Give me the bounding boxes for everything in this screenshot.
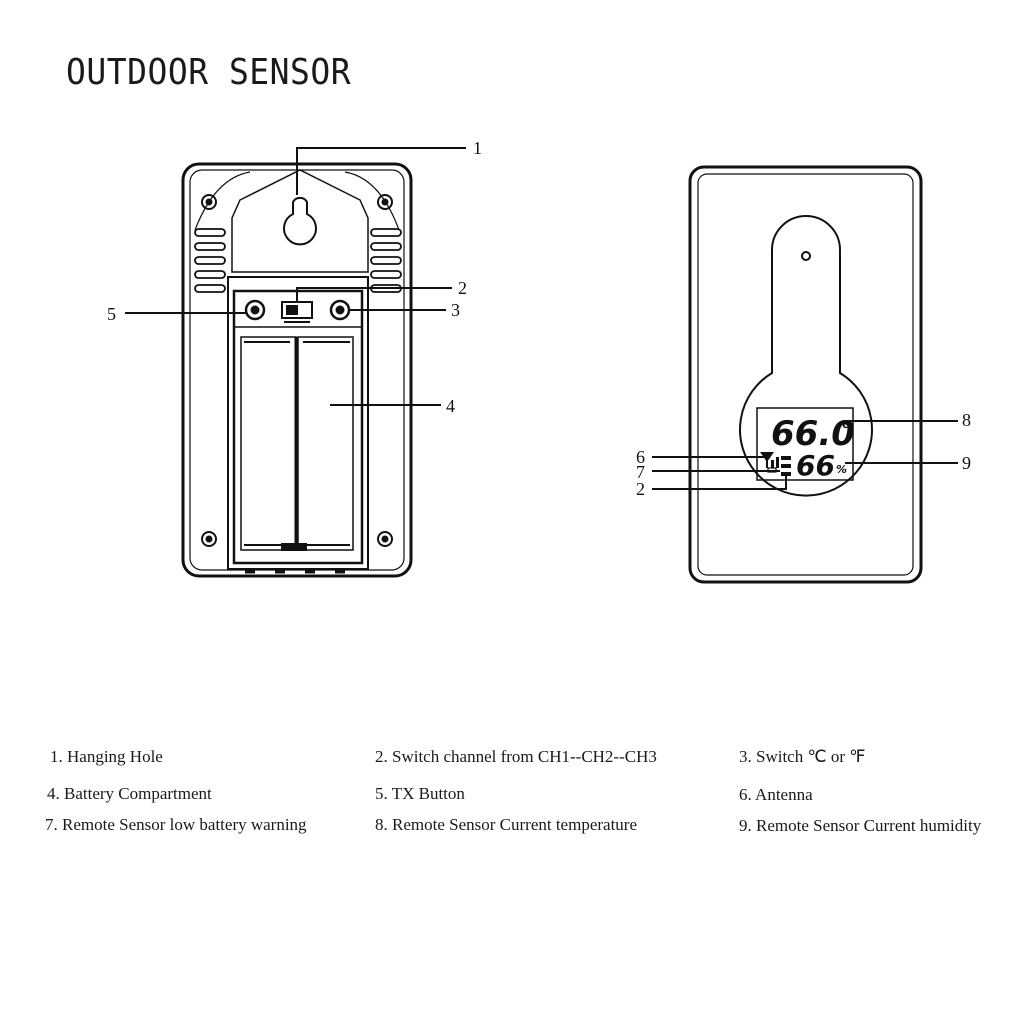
front-view (688, 165, 923, 584)
legend-item-7: 7. Remote Sensor low battery warning (45, 815, 307, 834)
cf-switch-button (329, 299, 351, 321)
callout-9: 9 (962, 453, 971, 473)
screw-top-right (377, 194, 393, 210)
callout-6: 6 (636, 447, 645, 467)
lcd-humidity-unit: % (836, 463, 847, 476)
lcd-temperature: 66.0 (771, 414, 855, 454)
legend-item-9: 9. Remote Sensor Current humidity (739, 816, 982, 835)
legend-item-8: 8. Remote Sensor Current temperature (375, 815, 638, 834)
callout-leaders-left (125, 147, 466, 406)
page-title: OUTDOOR SENSOR (66, 50, 352, 93)
lcd-humidity: 66 (796, 449, 835, 482)
lcd-display: 66.0 °C 66 % (760, 414, 855, 482)
vent-slots-right (370, 228, 402, 293)
callout-leaders-right (652, 420, 958, 490)
callout-4: 4 (446, 396, 455, 416)
callout-2: 2 (458, 278, 467, 298)
vent-slots-left (194, 228, 226, 293)
legend-item-3: 3. Switch ℃ or ℉ (739, 747, 866, 766)
screw-top-left (201, 194, 217, 210)
battery-compartment (240, 336, 354, 551)
back-view (181, 162, 413, 578)
callout-7: 7 (636, 462, 645, 482)
legend-item-1: 1. Hanging Hole (50, 747, 163, 766)
callout-3: 3 (451, 300, 460, 320)
screw-bottom-left (201, 531, 217, 547)
antenna-icon (760, 452, 779, 468)
lcd-temp-unit: °C (838, 421, 850, 431)
tx-button (244, 299, 266, 321)
legend-item-4: 4. Battery Compartment (47, 784, 212, 803)
hanging-hole (283, 196, 317, 246)
callout-8: 8 (962, 410, 971, 430)
callout-2-front: 2 (636, 479, 645, 499)
channel-indicator (781, 456, 791, 476)
channel-switch (281, 301, 313, 323)
legend-item-5: 5. TX Button (375, 784, 465, 803)
callout-5: 5 (107, 304, 116, 324)
callout-1: 1 (473, 138, 482, 158)
legend-item-6: 6. Antenna (739, 785, 813, 804)
screw-bottom-right (377, 531, 393, 547)
legend-item-2: 2. Switch channel from CH1--CH2--CH3 (375, 747, 657, 766)
